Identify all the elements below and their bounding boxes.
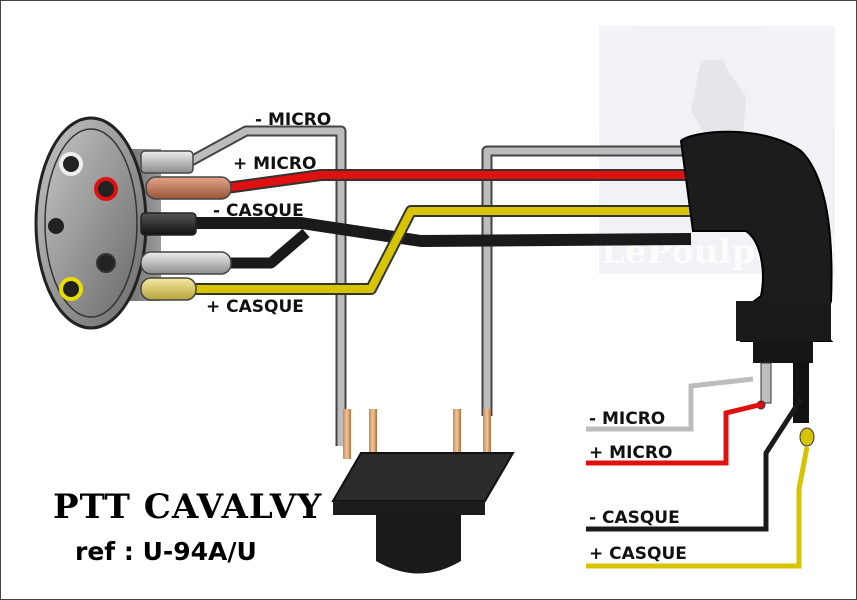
- label-right-minus-casque: - CASQUE: [589, 508, 680, 528]
- sleeve-minus-casque: [140, 212, 197, 236]
- sleeve-plus-micro: [145, 176, 232, 200]
- tail-minus-casque: [586, 397, 804, 532]
- sleeve-minus-micro: [140, 150, 194, 174]
- label-left-minus-micro: - MICRO: [255, 110, 331, 130]
- wire-plus-casque: [191, 205, 691, 295]
- label-right-minus-micro: - MICRO: [589, 409, 665, 429]
- pin-center: [48, 218, 64, 234]
- pin-minus-micro: [59, 152, 83, 176]
- sleeve-minus-casque-2: [140, 251, 232, 275]
- pin-plus-micro: [94, 177, 118, 201]
- pin-plus-casque: [59, 277, 83, 301]
- pin-minus-casque: [96, 253, 116, 273]
- tail-plus-casque: [586, 446, 810, 569]
- label-left-minus-casque: - CASQUE: [213, 201, 304, 221]
- ptt-switch: [331, 409, 515, 574]
- tail-minus-micro: [586, 376, 754, 432]
- label-left-plus-casque: + CASQUE: [206, 297, 304, 317]
- diagram-reference: ref : U-94A/U: [75, 537, 257, 566]
- diagram-title: PTT CAVALVY: [53, 487, 322, 527]
- wire-minus-micro-plug: [481, 145, 686, 416]
- angled-plug: [679, 130, 834, 447]
- sleeve-plus-casque: [140, 277, 197, 301]
- tail-plus-micro: [586, 402, 760, 466]
- label-left-plus-micro: + MICRO: [233, 154, 316, 174]
- round-connector: [34, 116, 161, 330]
- label-right-plus-casque: + CASQUE: [589, 544, 687, 564]
- label-right-plus-micro: + MICRO: [589, 443, 672, 463]
- wire-plus-micro: [225, 169, 691, 194]
